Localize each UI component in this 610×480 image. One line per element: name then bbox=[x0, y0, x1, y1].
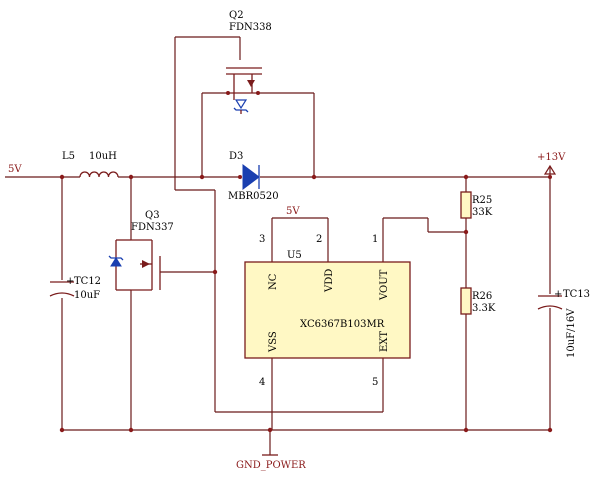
mosfet-q2 bbox=[226, 67, 262, 114]
capacitor-plate-curved bbox=[49, 292, 75, 297]
junction-dot bbox=[128, 427, 134, 433]
junction-dot bbox=[311, 174, 317, 180]
q3-arrow-icon bbox=[142, 260, 150, 268]
pin-number-3: 3 bbox=[259, 234, 265, 245]
diode-d3 bbox=[242, 164, 260, 190]
tc12-ref: TC12 bbox=[74, 276, 101, 287]
l5-value: 10uH bbox=[89, 151, 117, 162]
pin-name-vdd: VDD bbox=[324, 269, 335, 293]
junction-dot bbox=[463, 229, 469, 235]
resistor-r26 bbox=[460, 287, 472, 315]
l5-ref: L5 bbox=[62, 151, 75, 162]
junction-dot bbox=[128, 174, 134, 180]
tc13-plus: + bbox=[554, 289, 562, 300]
junction-dot bbox=[463, 427, 469, 433]
junction-dot bbox=[199, 174, 205, 180]
pin-name-vout: VOUT bbox=[379, 269, 390, 301]
pin-name-vss: VSS bbox=[268, 331, 279, 353]
u5-ref: U5 bbox=[287, 250, 302, 261]
tc13-ref: TC13 bbox=[563, 289, 590, 300]
net-label-13v: +13V bbox=[537, 152, 566, 163]
r25-ref: R25 bbox=[472, 195, 492, 206]
junction-dot bbox=[59, 427, 65, 433]
d3-part: MBR0520 bbox=[228, 191, 279, 202]
tc12-plus: + bbox=[66, 276, 74, 287]
pin-number-2: 2 bbox=[316, 234, 322, 245]
resistor-r25 bbox=[460, 191, 472, 219]
diode-triangle-icon bbox=[242, 164, 260, 190]
inductor-l5 bbox=[79, 171, 119, 178]
power-arrow-icon bbox=[543, 164, 557, 175]
capacitor-plate-curved bbox=[537, 305, 563, 310]
q3-zener-bar-icon bbox=[108, 255, 124, 261]
capacitor-tc13 bbox=[537, 295, 563, 310]
junction-dot bbox=[548, 175, 552, 179]
q2-part: FDN338 bbox=[229, 22, 272, 33]
r25-value: 33K bbox=[472, 207, 493, 218]
pin-number-5: 5 bbox=[372, 377, 378, 388]
junction-dot bbox=[212, 269, 218, 275]
q2-arrow-icon bbox=[247, 80, 255, 87]
junction-dot bbox=[547, 427, 553, 433]
junction-dot bbox=[463, 174, 469, 180]
q2-body-diode-icon bbox=[234, 99, 248, 110]
junction-dot bbox=[238, 175, 242, 179]
capacitor-tc12 bbox=[49, 281, 75, 297]
q3-body-diode-icon bbox=[110, 257, 122, 267]
pin-number-1: 1 bbox=[372, 234, 378, 245]
pin-name-ext: EXT bbox=[379, 331, 390, 352]
gnd-label: GND_POWER bbox=[236, 460, 306, 471]
q3-ref: Q3 bbox=[145, 210, 160, 221]
junctions bbox=[59, 91, 553, 433]
r26-ref: R26 bbox=[472, 291, 492, 302]
ic-u5-body bbox=[244, 261, 411, 359]
u5-part: XC6367B103MR bbox=[300, 319, 385, 330]
tc12-value: 10uF bbox=[74, 290, 100, 301]
q2-ref: Q2 bbox=[229, 10, 244, 21]
wires bbox=[5, 36, 551, 455]
pin-number-4: 4 bbox=[259, 377, 265, 388]
pin-name-nc: NC bbox=[268, 273, 279, 290]
q3-part: FDN337 bbox=[131, 222, 174, 233]
r26-value: 3.3K bbox=[472, 303, 496, 314]
net-label-5v-input: 5V bbox=[8, 164, 22, 175]
d3-ref: D3 bbox=[229, 151, 243, 162]
inductor-coil-icon bbox=[79, 171, 119, 178]
net-label-5v-ic: 5V bbox=[286, 206, 300, 217]
junction-dot bbox=[267, 427, 273, 433]
mosfet-q3 bbox=[108, 239, 161, 291]
tc13-value: 10uF/16V bbox=[566, 308, 577, 358]
junction-dot bbox=[59, 174, 65, 180]
